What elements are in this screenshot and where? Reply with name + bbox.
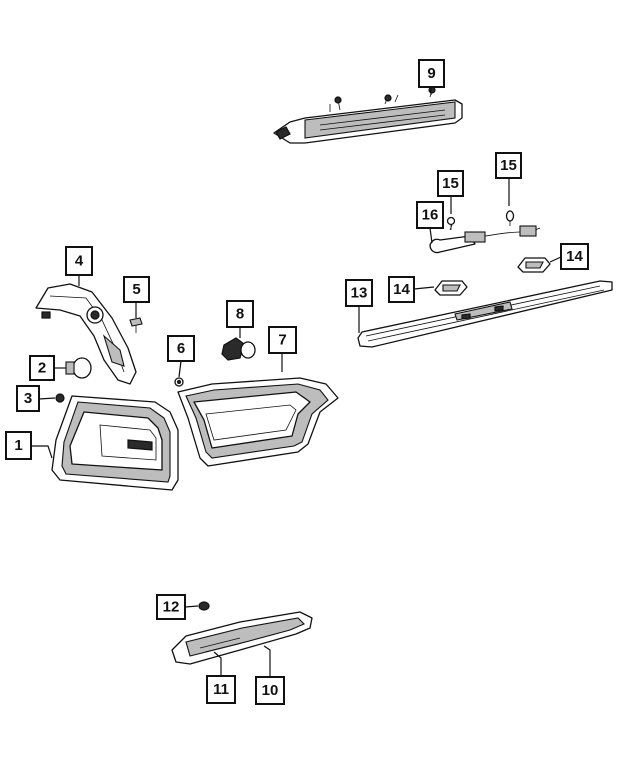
callout-10: 10 <box>255 676 285 705</box>
callout-15b-label: 15 <box>500 157 517 174</box>
callout-16: 16 <box>416 201 444 229</box>
callout-5: 5 <box>123 276 150 303</box>
part-9-high-mount-stop-lamp <box>273 86 463 144</box>
callout-7-label: 7 <box>278 332 286 349</box>
callout-15b: 15 <box>495 152 522 179</box>
callout-14a: 14 <box>560 243 589 270</box>
callout-1: 1 <box>5 431 32 460</box>
callout-16-label: 16 <box>422 207 439 224</box>
callout-15a-label: 15 <box>442 175 459 192</box>
part-8-socket <box>221 337 256 361</box>
callout-14b: 14 <box>388 276 415 303</box>
callout-9: 9 <box>418 59 445 88</box>
part-6-grommet <box>174 377 184 387</box>
callout-11-label: 11 <box>213 681 229 698</box>
part-13-applique <box>357 280 613 348</box>
callout-1-label: 1 <box>14 437 22 454</box>
callout-14b-label: 14 <box>393 281 410 298</box>
callout-4-label: 4 <box>75 253 84 270</box>
callout-15a: 15 <box>437 170 464 197</box>
part-7-inner-tail-lamp <box>177 377 339 467</box>
callout-13-label: 13 <box>351 285 368 302</box>
part-4-lamp-housing <box>35 283 137 385</box>
callout-7: 7 <box>268 326 297 354</box>
part-14-license-lamp-right <box>517 257 551 273</box>
callout-2-label: 2 <box>38 360 46 377</box>
callout-3-label: 3 <box>24 390 32 407</box>
callout-4: 4 <box>65 246 93 276</box>
callout-8: 8 <box>226 300 254 328</box>
callout-8-label: 8 <box>236 306 244 323</box>
part-10-lower-lamp <box>171 611 313 665</box>
part-14-license-lamp-left <box>434 280 468 296</box>
callout-2: 2 <box>29 355 55 381</box>
callout-6-label: 6 <box>177 340 185 357</box>
leader-lines <box>31 88 562 688</box>
callout-13: 13 <box>345 279 373 307</box>
part-15-bulb-left <box>446 216 456 230</box>
callout-12-label: 12 <box>163 599 180 616</box>
part-12-bulb <box>198 601 210 611</box>
callout-9-label: 9 <box>427 65 435 82</box>
part-3-nut <box>55 393 65 403</box>
callout-10-label: 10 <box>262 682 279 699</box>
part-2-bulb <box>65 357 92 379</box>
callout-14a-label: 14 <box>566 248 583 265</box>
part-1-outer-tail-lamp <box>51 395 179 491</box>
callout-5-label: 5 <box>132 281 140 298</box>
part-15-bulb-right <box>505 210 515 226</box>
callout-12: 12 <box>156 594 186 620</box>
callout-6: 6 <box>167 335 195 362</box>
part-5-screw <box>129 317 143 333</box>
callout-3: 3 <box>16 385 40 412</box>
part-16-harness <box>429 224 541 254</box>
callout-11: 11 <box>206 675 236 704</box>
